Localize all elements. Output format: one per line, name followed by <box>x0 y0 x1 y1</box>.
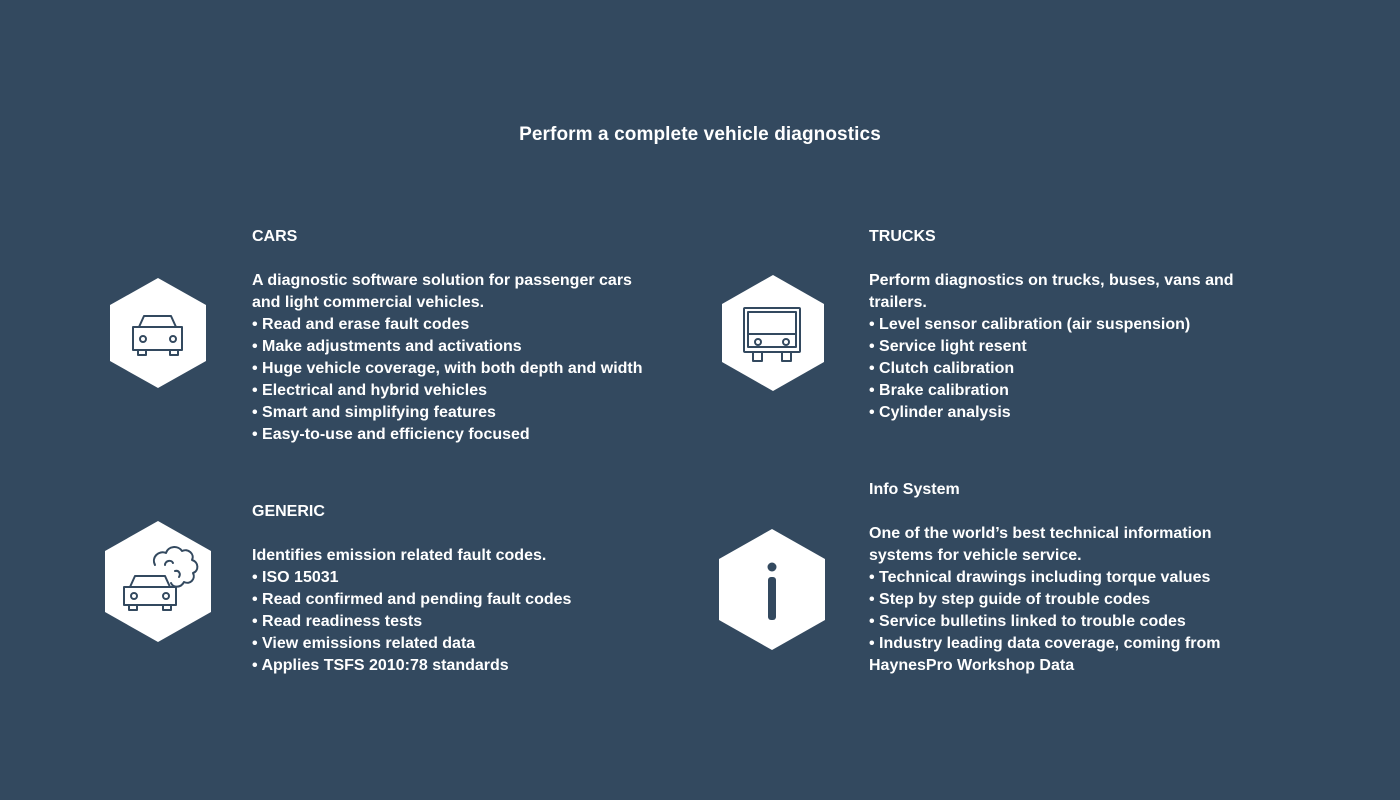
trucks-line: • Brake calibration <box>869 382 1009 399</box>
trucks-line: trailers. <box>869 294 927 311</box>
trucks-line: • Cylinder analysis <box>869 404 1011 421</box>
cars-hexagon <box>110 278 206 388</box>
cars-line: • Huge vehicle coverage, with both depth… <box>252 360 643 377</box>
trucks-line: Perform diagnostics on trucks, buses, va… <box>869 272 1234 289</box>
info-line: • Step by step guide of trouble codes <box>869 591 1151 608</box>
info-line: One of the world’s best technical inform… <box>869 525 1212 542</box>
info-line: • Technical drawings including torque va… <box>869 569 1211 586</box>
info-heading: Info System <box>869 481 960 498</box>
info-line: • Industry leading data coverage, coming… <box>869 635 1221 652</box>
generic-section: GENERIC Identifies emission related faul… <box>252 501 692 677</box>
trucks-hexagon <box>722 275 824 391</box>
page-title: Perform a complete vehicle diagnostics <box>519 124 881 145</box>
cars-line: and light commercial vehicles. <box>252 294 485 311</box>
generic-line: • ISO 15031 <box>252 569 339 586</box>
generic-description: Identifies emission related fault codes.… <box>252 545 692 677</box>
trucks-section: TRUCKS Perform diagnostics on trucks, bu… <box>869 226 1269 424</box>
cars-line: A diagnostic software solution for passe… <box>252 272 632 289</box>
trucks-line: • Level sensor calibration (air suspensi… <box>869 316 1191 333</box>
trucks-line: • Clutch calibration <box>869 360 1015 377</box>
generic-hexagon <box>105 521 211 642</box>
trucks-heading: TRUCKS <box>869 228 936 245</box>
generic-line: • Read confirmed and pending fault codes <box>252 591 572 608</box>
cars-line: • Easy-to-use and efficiency focused <box>252 426 530 443</box>
generic-line: • Read readiness tests <box>252 613 423 630</box>
cars-line: • Make adjustments and activations <box>252 338 522 355</box>
truck-icon <box>743 307 801 362</box>
info-description: One of the world’s best technical inform… <box>869 523 1269 677</box>
info-icon <box>767 562 777 620</box>
info-hexagon <box>719 529 825 650</box>
trucks-description: Perform diagnostics on trucks, buses, va… <box>869 270 1269 424</box>
generic-line: • Applies TSFS 2010:78 standards <box>252 657 509 674</box>
cars-line: • Read and erase fault codes <box>252 316 470 333</box>
info-line: • Service bulletins linked to trouble co… <box>869 613 1186 630</box>
car-icon <box>132 315 183 356</box>
generic-line: • View emissions related data <box>252 635 476 652</box>
cars-line: • Smart and simplifying features <box>252 404 496 421</box>
trucks-line: • Service light resent <box>869 338 1027 355</box>
cars-heading: CARS <box>252 228 298 245</box>
cars-section: CARS A diagnostic software solution for … <box>252 226 692 446</box>
cars-description: A diagnostic software solution for passe… <box>252 270 692 446</box>
info-line: HaynesPro Workshop Data <box>869 657 1075 674</box>
generic-line: Identifies emission related fault codes. <box>252 547 547 564</box>
car-emission-icon <box>123 546 199 611</box>
cars-line: • Electrical and hybrid vehicles <box>252 382 488 399</box>
info-line: systems for vehicle service. <box>869 547 1082 564</box>
generic-heading: GENERIC <box>252 503 325 520</box>
info-section: Info System One of the world’s best tech… <box>869 479 1269 677</box>
